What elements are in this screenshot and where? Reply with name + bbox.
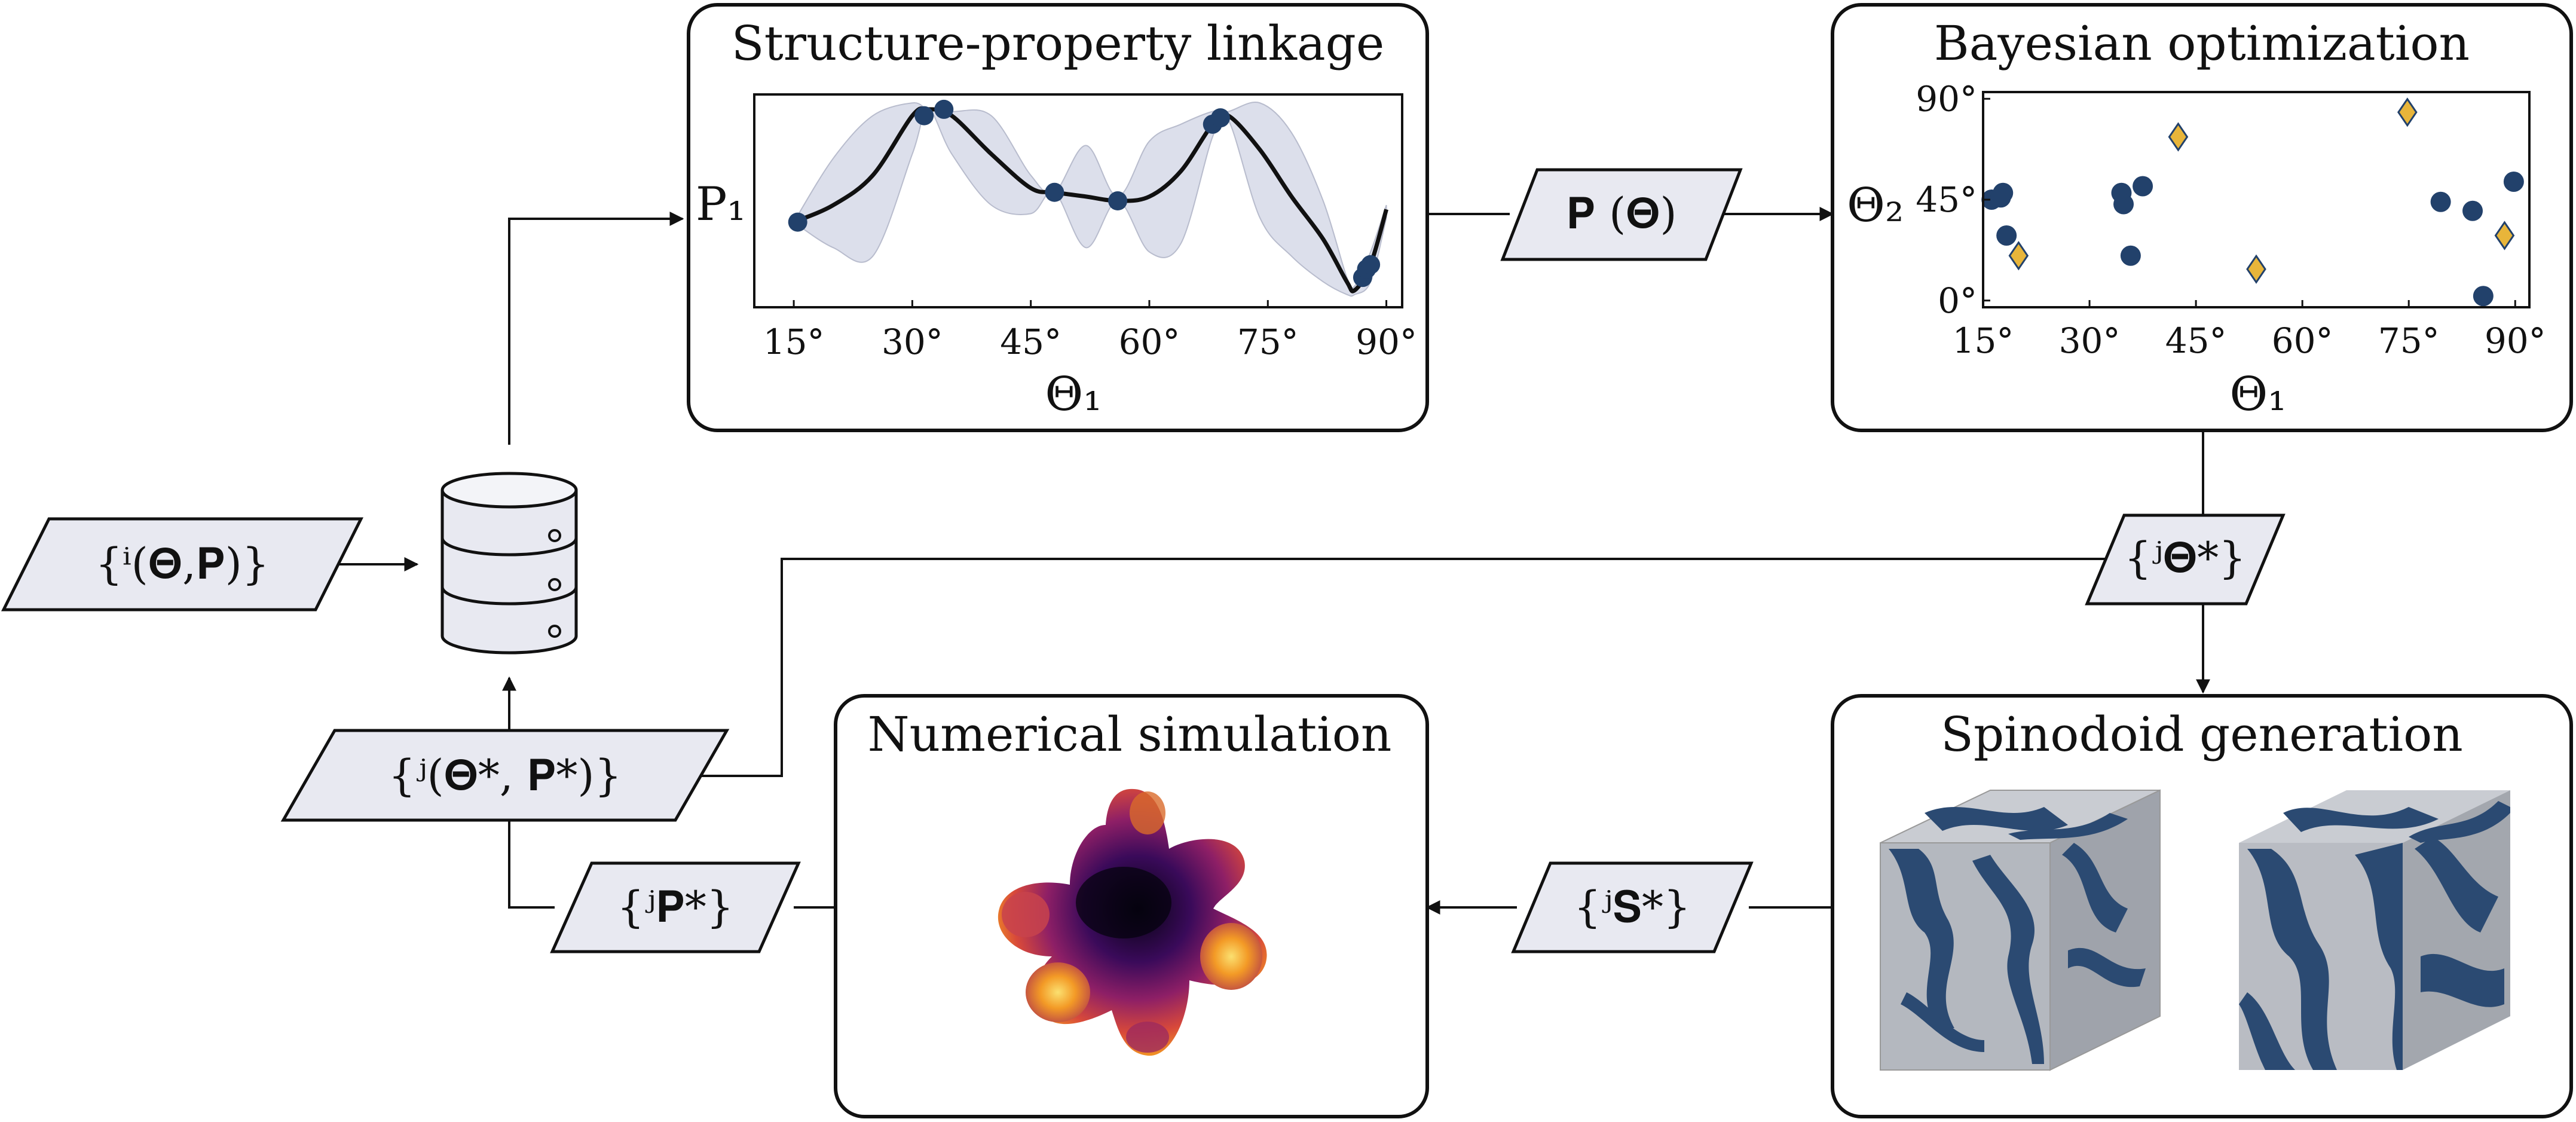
x-axis-label: Θ₁	[2229, 368, 2286, 421]
observed-point	[1361, 255, 1381, 274]
box-title: Numerical simulation	[868, 707, 1392, 762]
x-ticks: 15° 30° 45° 60° 75° 90°	[763, 300, 1417, 362]
new-pairs-label: {ʲ(𝚯*, 𝐏*)}	[388, 750, 622, 800]
candidate-point	[2397, 97, 2418, 127]
p-star-node: {ʲ𝐏*}	[550, 861, 801, 953]
bayes-chart: 15° 30° 45° 60° 75° 90° 0° 45° 90° Θ₁ Θ₂	[1847, 78, 2546, 421]
y-ticks: 0° 45° 90°	[1916, 78, 1990, 321]
structure-property-linkage-box: Structure-property linkage 15° 30° 45° 60° 7…	[687, 3, 1429, 432]
database-icon	[440, 472, 578, 655]
evaluated-point	[2462, 200, 2483, 221]
y-axis-label: Θ₂	[1847, 179, 1904, 233]
candidate-point	[2008, 241, 2029, 271]
evaluated-point	[2113, 194, 2134, 215]
property-function-label: 𝐏 (𝚯)	[1566, 188, 1676, 239]
new-pairs-node: {ʲ(𝚯*, 𝐏*)}	[280, 729, 730, 822]
x-tick-label: 30°	[2059, 320, 2121, 361]
dataset-node: {ⁱ(𝚯,𝐏)}	[1, 517, 364, 612]
y-tick-label: 0°	[1938, 280, 1977, 321]
observed-point	[934, 99, 954, 119]
box-title: Spinodoid generation	[1941, 707, 2463, 762]
scatter-points	[1981, 97, 2524, 307]
observed-point	[914, 106, 934, 126]
dataset-label: {ⁱ(𝚯,𝐏)}	[95, 539, 269, 589]
bayesian-optimization-box: Bayesian optimization 15° 30° 45° 60° 75° 90°…	[1831, 3, 2573, 432]
box-title: Bayesian optimization	[1934, 16, 2470, 71]
evaluated-point	[1993, 182, 2014, 203]
evaluated-point	[2473, 286, 2494, 307]
observed-point	[1045, 182, 1064, 202]
evaluated-point	[2120, 245, 2141, 266]
property-function-node: 𝐏 (𝚯)	[1500, 168, 1743, 261]
smooth-spinodoid-image	[2239, 790, 2510, 1070]
x-ticks: 15° 30° 45° 60° 75° 90°	[1953, 300, 2546, 361]
linkage-chart: 15° 30° 45° 60° 75° 90° Θ₁ P₁	[696, 93, 1417, 421]
x-tick-label: 15°	[763, 322, 825, 362]
spinodoid-generation-box: Spinodoid generation	[1831, 694, 2573, 1118]
observed-point	[1108, 191, 1128, 210]
x-tick-label: 60°	[1119, 322, 1180, 362]
candidate-point	[2168, 122, 2189, 152]
plot-frame	[753, 93, 1403, 308]
observed-point	[1210, 108, 1230, 128]
y-tick-label: 90°	[1916, 78, 1977, 119]
x-tick-label: 90°	[1356, 322, 1417, 362]
theta-star-node: {ʲ𝚯*}	[2085, 513, 2286, 606]
p-star-label: {ʲ𝐏*}	[617, 882, 733, 932]
y-axis-label: P₁	[696, 178, 746, 231]
s-star-node: {ʲ𝐒*}	[1511, 861, 1754, 953]
theta-star-label: {ʲ𝚯*}	[2124, 533, 2246, 583]
observed-point	[788, 212, 807, 232]
numerical-simulation-box: Numerical simulation	[834, 694, 1429, 1118]
x-tick-label: 45°	[1000, 322, 1061, 362]
x-tick-label: 15°	[1953, 320, 2014, 361]
candidate-point	[2246, 254, 2266, 284]
evaluated-point	[2133, 176, 2153, 197]
y-tick-label: 45°	[1916, 179, 1977, 220]
property-surface-image	[998, 788, 1267, 1056]
x-tick-label: 60°	[2272, 320, 2333, 361]
x-tick-label: 90°	[2485, 320, 2546, 361]
box-title: Structure-property linkage	[732, 16, 1384, 71]
x-tick-label: 30°	[882, 322, 943, 362]
evaluated-point	[2430, 191, 2451, 212]
x-tick-label: 45°	[2165, 320, 2227, 361]
evaluated-point	[1996, 225, 2017, 246]
candidate-point	[2494, 221, 2515, 250]
x-axis-label: Θ₁	[1045, 368, 1102, 421]
observed-points	[788, 99, 1381, 288]
voxel-spinodoid-image	[1880, 789, 2161, 1071]
x-tick-label: 75°	[2378, 320, 2440, 361]
evaluated-point	[2503, 172, 2524, 192]
x-tick-label: 75°	[1237, 322, 1299, 362]
s-star-label: {ʲ𝐒*}	[1574, 882, 1691, 932]
